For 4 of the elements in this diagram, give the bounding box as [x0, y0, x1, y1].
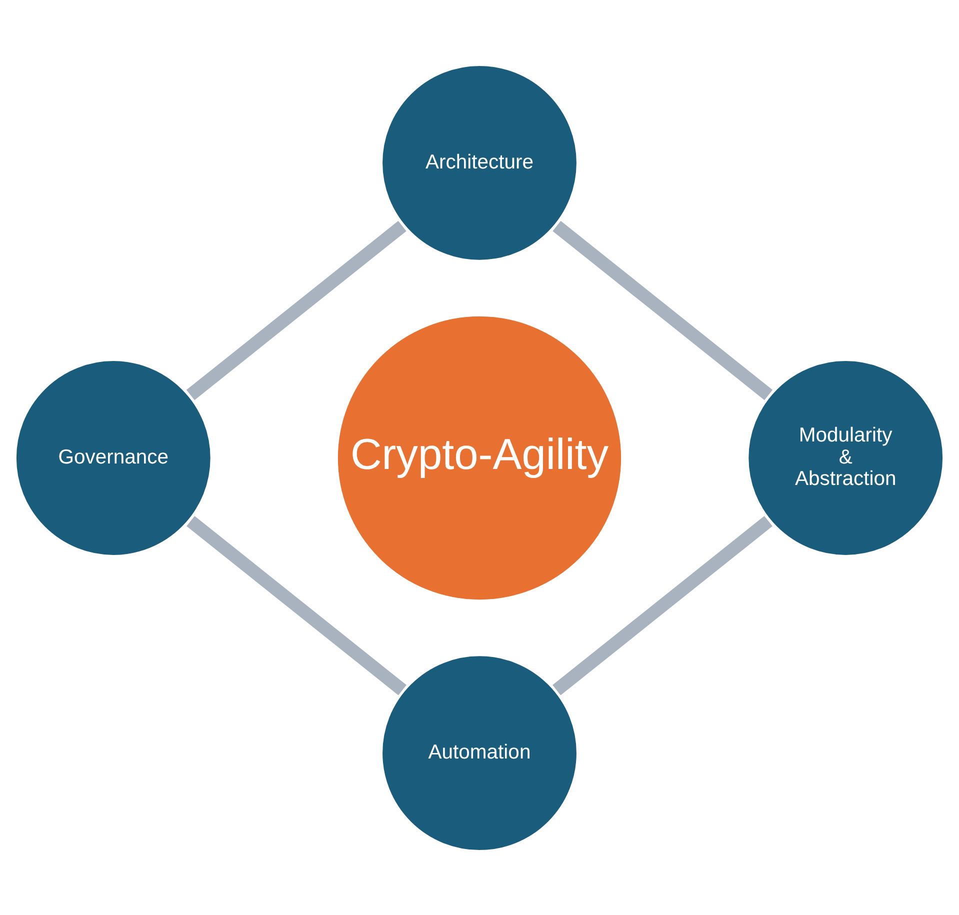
connector: [552, 220, 773, 400]
connector: [186, 220, 406, 400]
connector: [186, 515, 406, 695]
connector: [552, 515, 772, 695]
